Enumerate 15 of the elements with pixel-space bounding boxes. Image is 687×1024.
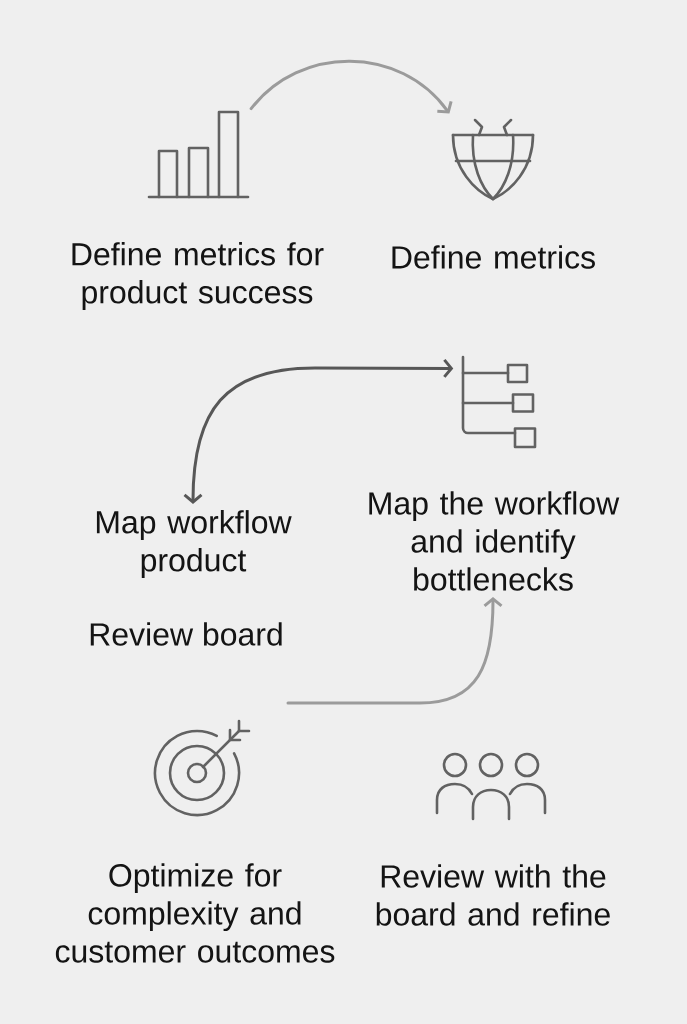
step-label: Review with the board and refine <box>376 864 610 926</box>
step-label: Map workflow product <box>96 510 292 578</box>
step-label: Map the workflow and identify bottlenecks <box>369 491 620 591</box>
step-label: Define metrics <box>392 245 595 269</box>
curved-arrow <box>286 596 503 705</box>
target-icon <box>153 719 251 817</box>
curved-arrow <box>183 358 454 504</box>
hierarchy-icon <box>461 355 537 449</box>
step-label: Define metrics for product success <box>72 242 324 310</box>
people-icon <box>435 752 547 821</box>
curved-arrow <box>249 59 453 114</box>
globe-icon <box>451 118 535 201</box>
step-label: Optimize for complexity and customer outcomes <box>55 863 335 963</box>
bar-chart-icon <box>147 110 250 199</box>
text-label: Review board <box>90 622 282 646</box>
